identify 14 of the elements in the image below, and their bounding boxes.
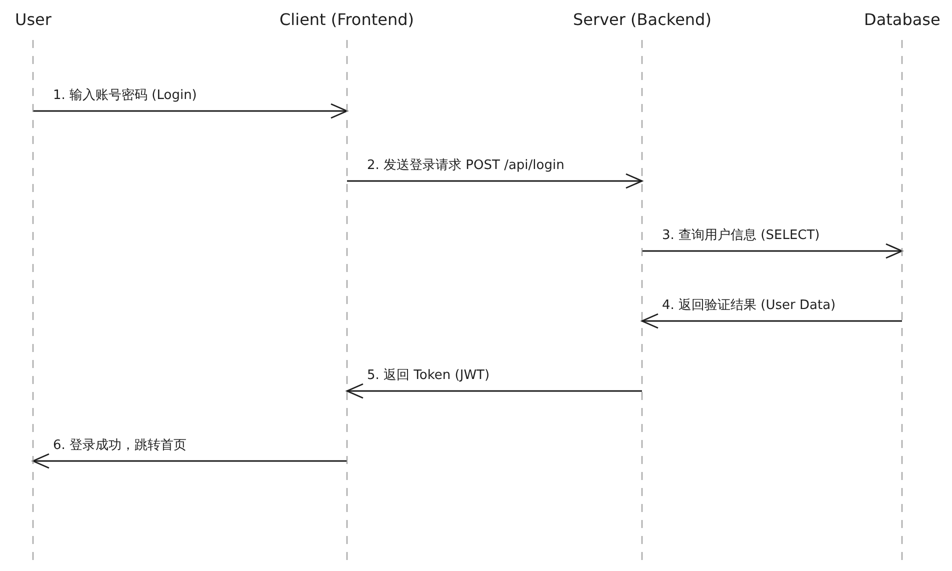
message-label: 1. 输入账号密码 (Login) [51,86,199,104]
message-label: 3. 查询用户信息 (SELECT) [660,226,822,244]
participant-label: Server (Backend) [573,10,712,29]
message-arrow [346,383,642,399]
message-arrow [33,103,348,119]
message-label: 2. 发送登录请求 POST /api/login [365,156,566,174]
message-arrow [32,453,347,469]
message-label: 6. 登录成功，跳转首页 [51,436,189,454]
message-arrow [641,313,902,329]
participant-label: Database [864,10,940,29]
participant-label: User [15,10,52,29]
participant-label: Client (Frontend) [280,10,414,29]
message-arrow [642,243,903,259]
message-arrow [347,173,643,189]
